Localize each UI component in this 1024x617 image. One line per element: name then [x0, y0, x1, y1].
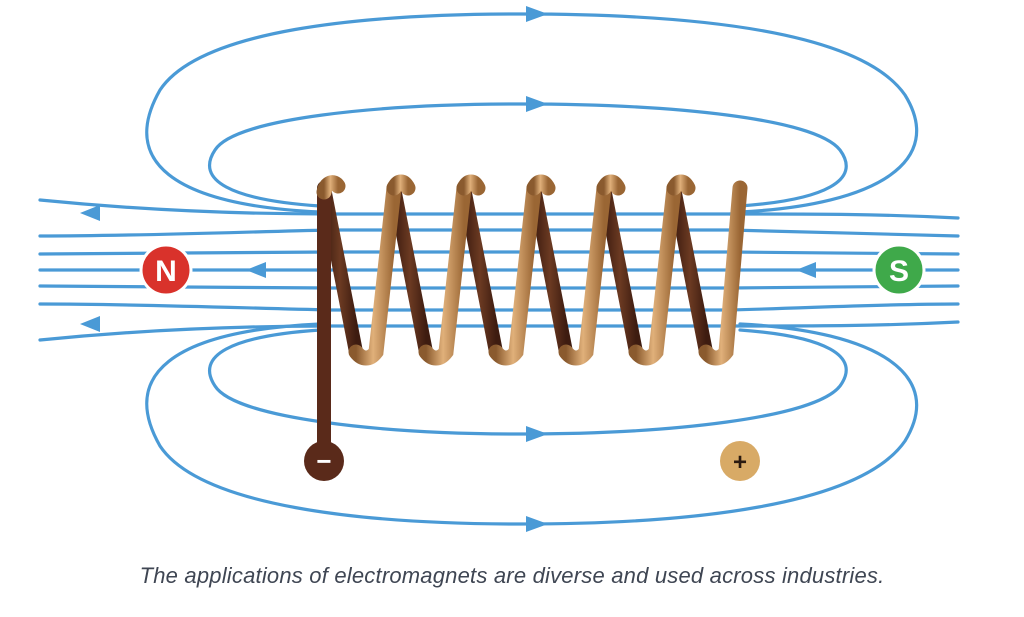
- field-loop-outer-bottom: [145, 322, 919, 526]
- arrow-left-icon: [80, 205, 100, 221]
- figure-caption: The applications of electromagnets are d…: [139, 563, 885, 588]
- field-line-left-2: [38, 228, 332, 238]
- field-line-right-7: [728, 320, 960, 328]
- field-line-left-3: [38, 250, 332, 256]
- field-line-right-6: [728, 302, 960, 312]
- field-direction-arrows: [80, 6, 816, 532]
- arrow-right-icon: [526, 516, 548, 532]
- negative-terminal-label: −: [316, 446, 331, 476]
- field-line-left-7: [38, 324, 332, 342]
- field-line-right-1: [728, 212, 960, 220]
- electromagnet-diagram: − + N S: [38, 6, 960, 532]
- coil-front-segments: [316, 174, 748, 366]
- field-line-right-2: [728, 228, 960, 238]
- field-loop-outer-top: [145, 12, 919, 214]
- field-line-left-6: [38, 302, 332, 312]
- field-loop-inner-top: [208, 102, 848, 208]
- arrow-left-icon: [80, 316, 100, 332]
- arrow-right-icon: [526, 426, 548, 442]
- arrow-left-icon: [796, 262, 816, 278]
- field-line-right-5: [728, 284, 960, 290]
- negative-terminal: [304, 441, 344, 481]
- north-pole-badge: [139, 243, 193, 297]
- north-pole-label: N: [155, 255, 177, 288]
- arrow-left-icon: [246, 262, 266, 278]
- field-loop-inner-bottom: [208, 328, 848, 436]
- field-line-left-1: [38, 198, 332, 216]
- south-pole-label: S: [889, 255, 909, 288]
- field-line-right-3: [728, 250, 960, 256]
- south-pole-badge: [872, 243, 926, 297]
- positive-terminal: [720, 441, 760, 481]
- field-line-left-5: [38, 284, 332, 290]
- positive-terminal-label: +: [733, 449, 747, 476]
- arrow-right-icon: [526, 6, 548, 22]
- arrow-right-icon: [526, 96, 548, 112]
